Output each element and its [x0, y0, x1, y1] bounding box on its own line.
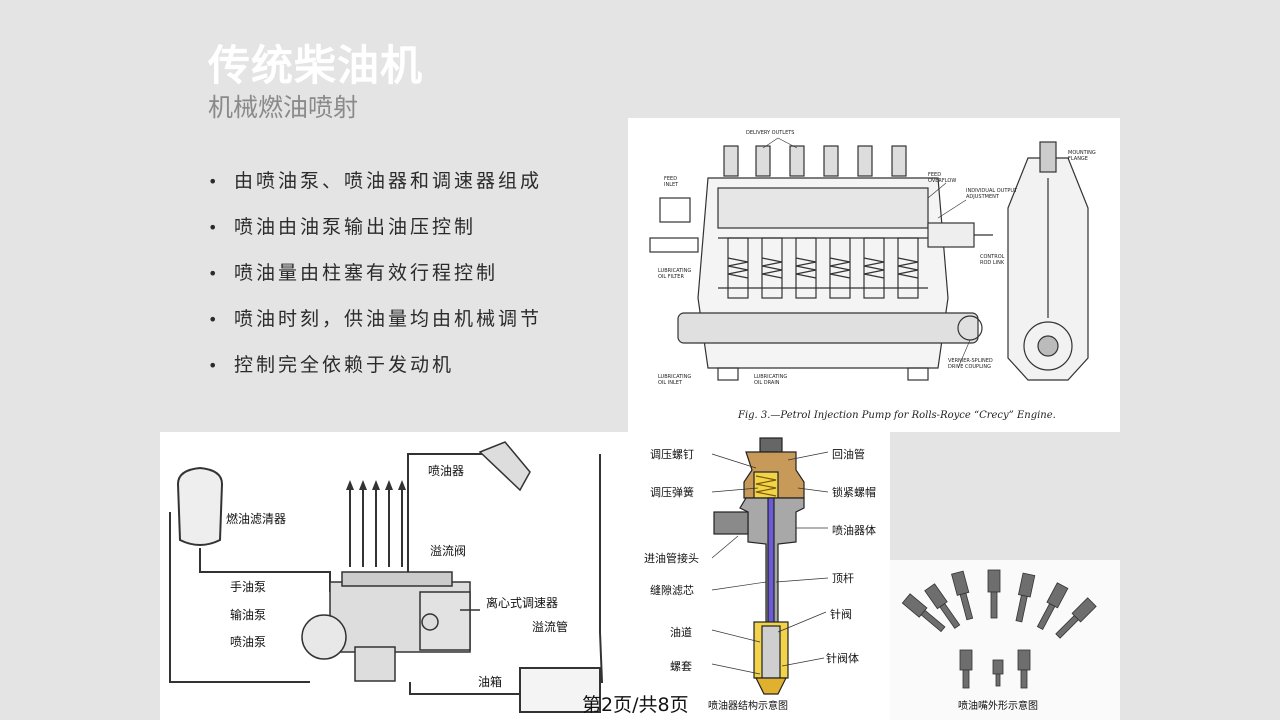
bullet-item: •喷油由油泵输出油压控制 — [208, 212, 542, 258]
label-injection-pump: 喷油泵 — [230, 635, 267, 649]
bullet-icon: • — [208, 310, 221, 329]
bullet-item: •喷油时刻，供油量均由机械调节 — [208, 304, 542, 350]
slide-subtitle: 机械燃油喷射 — [208, 93, 359, 122]
bullet-list: •由喷油泵、喷油器和调速器组成 •喷油由油泵输出油压控制 •喷油量由柱塞有效行程… — [208, 166, 542, 396]
bullet-icon: • — [208, 172, 221, 191]
slide-title: 传统柴油机 — [208, 41, 424, 90]
fuel-system-drawing — [169, 441, 604, 713]
label-oil-passage: 油道 — [670, 626, 692, 639]
bullet-icon: • — [208, 356, 221, 375]
bullet-item: •控制完全依赖于发动机 — [208, 350, 542, 396]
label-individual-output: INDIVIDUAL OUTPUT ADJUSTMENT — [966, 188, 1018, 200]
fuel-system-panel: 喷油器 燃油滤清器 溢流阀 手油泵 输油泵 喷油泵 离心式调速器 溢流管 油箱 — [160, 432, 628, 720]
label-needle: 针阀 — [830, 608, 852, 621]
label-feed-overflow: FEED OVERFLOW — [928, 172, 957, 184]
label-vernier: VERNIER-SPLINED DRIVE COUPLING — [948, 358, 993, 370]
label-return-pipe: 回油管 — [832, 448, 865, 461]
label-governor: 离心式调速器 — [486, 596, 559, 610]
label-lub-drain: LUBRICATING OIL DRAIN — [754, 374, 788, 386]
injector-caption: 喷油器结构示意图 — [708, 701, 788, 712]
label-transfer-pump: 输油泵 — [230, 608, 267, 622]
label-overflow-valve: 溢流阀 — [430, 544, 467, 558]
label-injector-body: 喷油器体 — [832, 524, 876, 537]
label-sleeve: 螺套 — [670, 660, 692, 673]
injector-drawing — [711, 437, 829, 695]
label-inlet-joint: 进油管接头 — [644, 552, 699, 565]
label-control-rod: CONTROL ROD LINK — [980, 254, 1005, 266]
label-feed-inlet: FEED INLET — [664, 176, 679, 188]
label-overflow-pipe: 溢流管 — [532, 620, 569, 634]
pump-drawing — [649, 137, 1089, 381]
label-mounting-flange: MOUNTING FLANGE — [1068, 150, 1096, 162]
label-hand-pump: 手油泵 — [230, 580, 267, 594]
page-indicator: 第2页/共8页 — [582, 694, 689, 716]
injector-panel: 调压螺钉 回油管 调压弹簧 锁紧螺帽 喷油器体 进油管接头 顶杆 缝隙滤芯 针阀… — [628, 432, 890, 720]
pump-drawing-panel: DELIVERY OUTLETS FEED INLET FEED OVERFLO… — [628, 118, 1120, 432]
bullet-item: •喷油量由柱塞有效行程控制 — [208, 258, 542, 304]
label-gap-filter: 缝隙滤芯 — [650, 584, 694, 597]
label-needle-body: 针阀体 — [826, 652, 859, 665]
label-adjust-spring: 调压弹簧 — [650, 486, 694, 499]
nozzle-caption: 喷油嘴外形示意图 — [958, 701, 1038, 712]
label-lock-cap: 锁紧螺帽 — [832, 486, 876, 499]
label-tank: 油箱 — [478, 675, 503, 689]
label-lub-filter: LUBRICATING OIL FILTER — [658, 268, 692, 280]
label-push-rod: 顶杆 — [832, 572, 854, 585]
label-adjust-screw: 调压螺钉 — [650, 448, 694, 461]
label-lub-inlet: LUBRICATING OIL INLET — [658, 374, 692, 386]
label-fuel-filter: 燃油滤清器 — [226, 512, 287, 526]
bullet-icon: • — [208, 218, 221, 237]
nozzle-drawing — [901, 569, 1097, 689]
nozzle-panel: 喷油嘴外形示意图 — [890, 560, 1120, 720]
pump-figure-caption: Fig. 3.—Petrol Injection Pump for Rolls-… — [738, 410, 1056, 421]
label-injector: 喷油器 — [428, 464, 465, 478]
label-delivery-outlets: DELIVERY OUTLETS — [746, 130, 795, 136]
bullet-item: •由喷油泵、喷油器和调速器组成 — [208, 166, 542, 212]
bullet-icon: • — [208, 264, 221, 283]
